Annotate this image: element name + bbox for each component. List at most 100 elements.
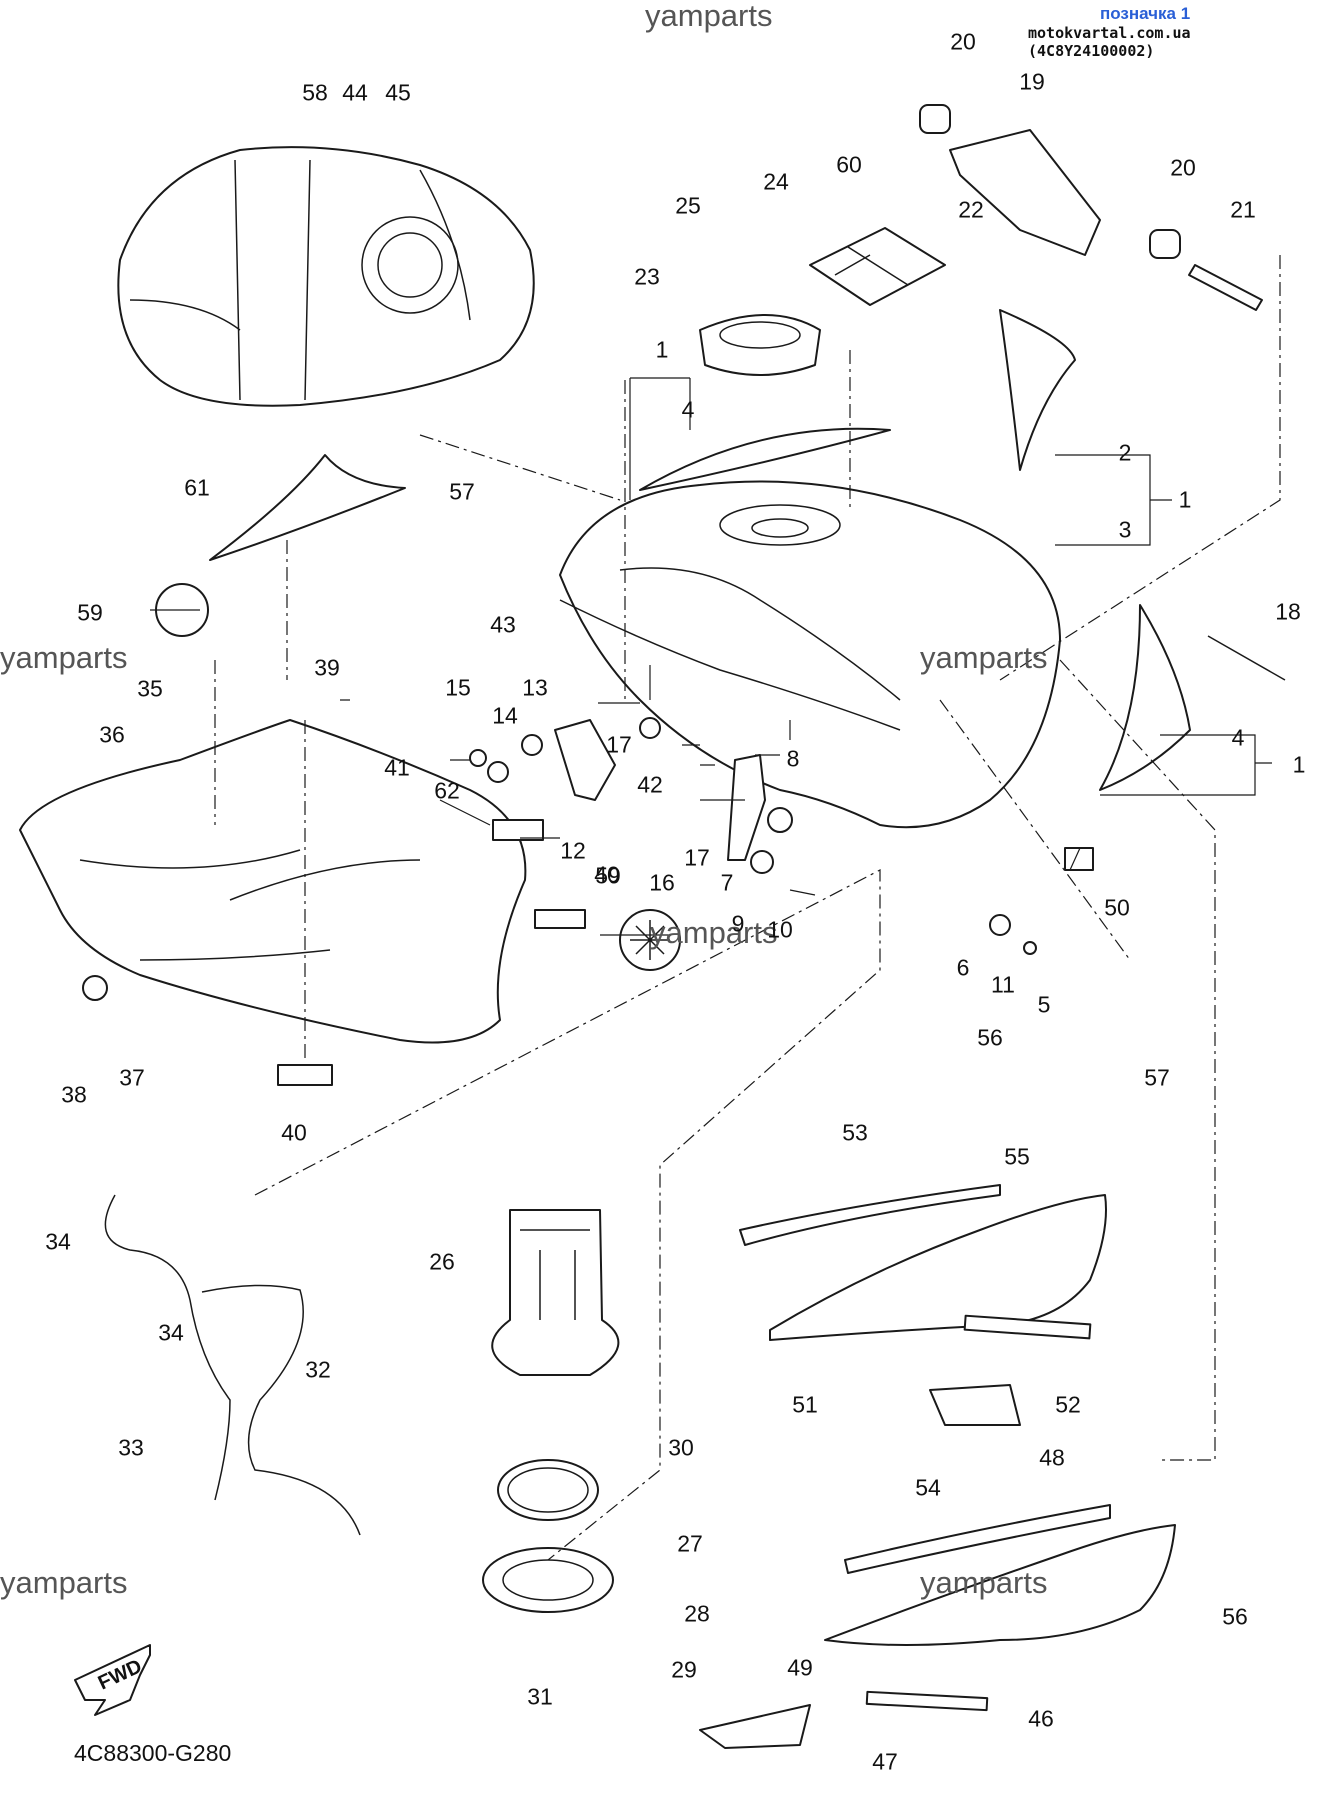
callout-number: 32: [305, 1356, 331, 1383]
callout-number: 54: [915, 1474, 941, 1501]
watermark: yamparts: [0, 640, 128, 675]
fuel-pump-part: [491, 1209, 620, 1376]
pad-part: [534, 909, 586, 929]
callout-number: 33: [118, 1434, 144, 1461]
callout-number: 28: [684, 1600, 710, 1627]
callout-number: 31: [527, 1683, 553, 1710]
callout-number: 39: [314, 654, 340, 681]
side-decal-part: [209, 454, 406, 561]
callout-number: 9: [731, 910, 745, 937]
callout-number: 15: [445, 674, 471, 701]
callout-number: 23: [634, 263, 660, 290]
callout-number: 1: [1178, 486, 1192, 513]
callout-number: 59: [77, 599, 103, 626]
callout-number: 56: [1222, 1603, 1248, 1630]
side-cover-part: [19, 719, 527, 1044]
gasket-part: [497, 1459, 599, 1521]
diagram-code: 4C88300-G280: [74, 1740, 232, 1766]
callout-number: 53: [842, 1119, 868, 1146]
trim-strip-part: [865, 1690, 989, 1712]
callout-number: 26: [429, 1248, 455, 1275]
callout-number: 46: [1028, 1705, 1054, 1732]
collar-part: [487, 761, 509, 783]
fwd-arrow-icon: FWD: [74, 1644, 151, 1716]
collar-part: [639, 717, 661, 739]
callout-number: 20: [1170, 154, 1196, 181]
trim-strip-part: [963, 1314, 1092, 1340]
callout-number: 13: [522, 674, 548, 701]
callout-number: 17: [684, 844, 710, 871]
collar-part: [989, 914, 1011, 936]
callout-number: 45: [385, 79, 411, 106]
washer-part: [1023, 941, 1037, 955]
clip-part: [929, 1384, 1021, 1426]
callout-number: 22: [958, 196, 984, 223]
callout-number: 57: [1144, 1064, 1170, 1091]
callout-number: 11: [991, 971, 1015, 998]
callout-number: 41: [384, 754, 410, 781]
damper-part: [1149, 229, 1181, 259]
callout-number: 2: [1118, 439, 1132, 466]
callout-number: 44: [342, 79, 368, 106]
collar-part: [767, 807, 793, 833]
fuel-hose-part: [104, 1194, 231, 1501]
callout-number: 10: [767, 916, 793, 943]
callout-number: 6: [956, 954, 970, 981]
bracket-part: [554, 719, 616, 801]
callout-number: 37: [119, 1064, 145, 1091]
callout-number: 30: [668, 1434, 694, 1461]
callout-number: 40: [281, 1119, 307, 1146]
callout-number: 12: [560, 837, 586, 864]
trim-strip-part: [844, 1504, 1111, 1574]
callout-number: 7: [720, 869, 734, 896]
callout-number: 25: [675, 192, 701, 219]
trim-strip-part: [739, 1184, 1001, 1246]
callout-number: 34: [158, 1319, 184, 1346]
callout-number: 43: [490, 611, 516, 638]
watermark: yamparts: [650, 915, 778, 950]
callout-number: 18: [1275, 598, 1301, 625]
long-bolt-part: [1207, 635, 1286, 681]
callout-number: 60: [836, 151, 862, 178]
side-panel-part: [769, 1194, 1107, 1341]
callout-number: 35: [137, 675, 163, 702]
watermark: yamparts: [645, 0, 773, 33]
fuel-tank-part: [559, 480, 1061, 829]
callout-number: 5: [1037, 991, 1051, 1018]
leader-lines: [150, 377, 1272, 936]
watermark: yamparts: [920, 1565, 1048, 1600]
callout-number: 1: [655, 336, 669, 363]
callout-number: 36: [99, 721, 125, 748]
callout-number: 24: [763, 168, 789, 195]
callout-number: 20: [950, 28, 976, 55]
callout-number: 14: [492, 702, 518, 729]
callout-number: 55: [1004, 1143, 1030, 1170]
callout-number: 49: [787, 1654, 813, 1681]
fuel-hose-part: [201, 1284, 361, 1536]
watermark: yamparts: [920, 640, 1048, 675]
callout-number: 62: [434, 777, 460, 804]
tank-decal-part: [639, 427, 891, 491]
callout-number: 3: [1118, 516, 1132, 543]
callout-number: 27: [677, 1530, 703, 1557]
callout-number: 40: [594, 861, 620, 888]
pad-part: [492, 819, 544, 841]
rod-part: [1188, 264, 1263, 311]
tank-decal-part: [999, 309, 1076, 471]
callout-number: 1: [1292, 751, 1306, 778]
grommet-part: [82, 975, 108, 1001]
callout-number: 42: [637, 771, 663, 798]
pad-part: [277, 1064, 333, 1086]
callout-number: 61: [184, 474, 210, 501]
bolt-part: [469, 749, 487, 767]
tank-cover-part: [117, 146, 535, 407]
bracket-part: [727, 754, 766, 861]
callout-number: 47: [872, 1748, 898, 1775]
callout-number: 4: [1231, 724, 1245, 751]
damper-part: [919, 104, 951, 134]
callout-number: 52: [1055, 1391, 1081, 1418]
watermark: yamparts: [0, 1565, 128, 1600]
side-panel-part: [824, 1524, 1176, 1646]
